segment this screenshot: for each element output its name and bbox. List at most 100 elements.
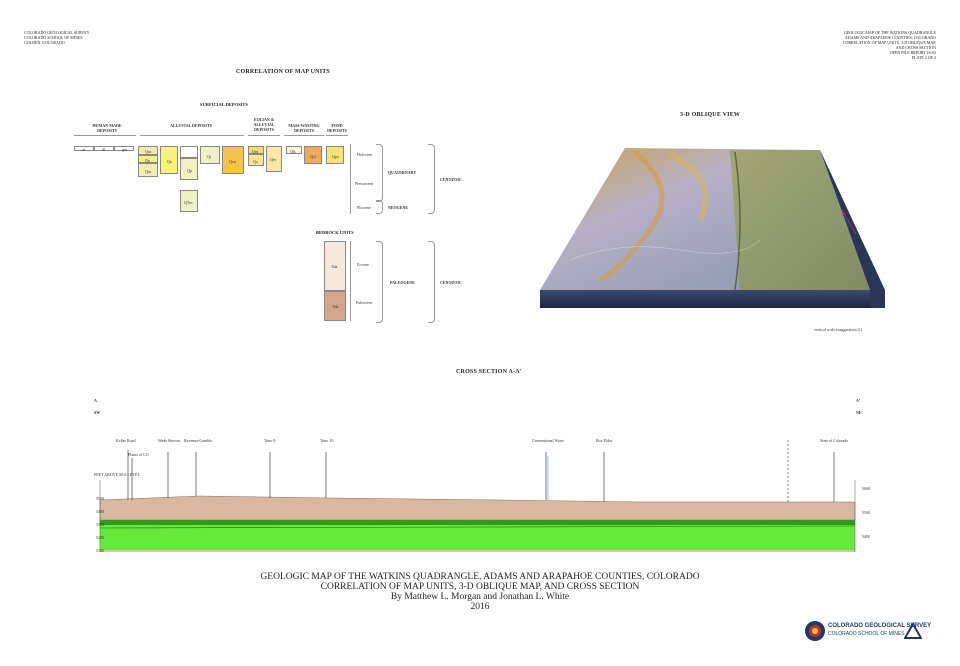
surficial-title: SURFICIAL DEPOSITS	[200, 102, 248, 107]
section-right-end: A'	[856, 398, 860, 403]
wells	[127, 440, 835, 502]
oblique-title: 3-D OBLIQUE VIEW	[680, 112, 741, 118]
header-left-line: COLORADO GEOLOGICAL SURVEY	[24, 30, 90, 35]
oblique-caption: vertical scale exaggeration 3:1	[814, 327, 863, 332]
y-tick-right: 5500	[862, 510, 870, 515]
unit-box-qes-2: Qes	[266, 146, 282, 172]
unit-box-qsw: Qsw	[222, 146, 244, 174]
epoch-pleistocene: Pleistocene	[355, 181, 374, 186]
y-tick-right: 5600	[862, 486, 870, 491]
colorado-seal-icon	[805, 621, 825, 641]
epoch-pliocene: Pliocene	[357, 205, 371, 210]
section-right-dir: NE	[856, 410, 862, 415]
elevation-label: FEET ABOVE SEA LEVEL	[94, 472, 141, 477]
group-bracket	[74, 135, 136, 136]
cross-section-diagram	[99, 440, 856, 552]
group-bracket	[284, 135, 324, 136]
unit-box-qt: Qt	[200, 146, 220, 164]
epoch-eocene: Eocene	[357, 262, 369, 267]
unit-box-gm: gm	[114, 146, 134, 152]
mines-triangle-icon	[904, 622, 922, 639]
unit-box-qpo: Qpo	[326, 146, 344, 164]
header-right: GEOLOGIC MAP OF THE WATKINS QUADRANGLE A…	[736, 30, 936, 60]
group-eolian: EOLIAN & ALLUVIAL DEPOSITS	[253, 117, 275, 132]
unit-box-qls: Qls	[286, 146, 302, 154]
header-right-line: OPEN FILE REPORT 16-02	[889, 50, 936, 55]
unit-box-qes: Qes	[248, 146, 264, 154]
y-tick-left: 5200	[96, 535, 104, 540]
period-brace	[376, 241, 383, 323]
era-brace	[428, 241, 435, 323]
block-front	[540, 290, 870, 308]
unit-box-qe: Qa	[248, 154, 264, 166]
title-line-4: 2016	[470, 602, 490, 612]
unit-box-qac: Qac	[138, 146, 158, 155]
header-right-line: ADAMS AND ARAPAHOE COUNTIES, COLORADO	[844, 35, 936, 40]
group-human-made: HUMAN-MADE DEPOSITS	[92, 123, 122, 133]
period-brace	[376, 144, 383, 202]
well-label: Plains of CO	[128, 452, 149, 457]
layer-dark-green	[100, 520, 855, 525]
y-tick-left: 5400	[96, 509, 104, 514]
title-line-1: GEOLOGIC MAP OF THE WATKINS QUADRANGLE, …	[260, 572, 700, 582]
cgs-logo: COLORADO GEOLOGICAL SURVEY COLORADO SCHO…	[804, 620, 931, 642]
well-label: Tatro 9	[264, 438, 276, 443]
epoch-paleocene: Paleocene	[356, 300, 373, 305]
title-line-2: CORRELATION OF MAP UNITS, 3-D OBLIQUE MA…	[320, 582, 640, 592]
layer-green	[100, 525, 855, 550]
logo-sub: COLORADO SCHOOL OF MINES	[828, 631, 905, 637]
bedrock-epoch-divider	[350, 241, 351, 321]
period-brace	[376, 200, 383, 214]
header-left-line: COLORADO SCHOOL OF MINES	[24, 35, 83, 40]
group-bracket	[248, 135, 280, 136]
well-label: Ravenna-Gamble	[184, 438, 212, 443]
terrain-plains	[730, 150, 870, 290]
unit-box-blank	[180, 146, 198, 158]
group-alluvial: ALLUVIAL DEPOSITS	[170, 123, 212, 128]
y-tick-left: 5300	[96, 522, 104, 527]
era-cenozoic: CENOZOIC	[440, 177, 462, 182]
group-pond: POND DEPOSITS	[327, 123, 347, 133]
era-cenozoic-bedrock: CENOZOIC	[440, 280, 462, 285]
oblique-block-diagram	[540, 148, 885, 308]
section-left-end: A	[94, 398, 97, 403]
unit-box-qa: Qa	[138, 155, 158, 163]
well-label: Box Elder	[596, 438, 613, 443]
well-label: Keller Road	[116, 438, 136, 443]
period-paleogene: PALEOGENE	[390, 280, 415, 285]
unit-box-tda-lower: Tda	[324, 291, 346, 321]
header-right-line: PLATE 2 OF 2	[911, 55, 936, 60]
block-side	[820, 150, 885, 308]
unit-box-qa-2: Qa	[160, 146, 178, 174]
cross-section-title: CROSS SECTION A-A'	[456, 369, 522, 375]
group-bracket	[326, 135, 348, 136]
unit-box-af: af	[74, 146, 94, 152]
y-tick-right: 5400	[862, 534, 870, 539]
header-right-line: AND CROSS SECTION	[895, 45, 936, 50]
well-label: Wade Stewart	[158, 438, 181, 443]
group-mass-wasting: MASS-WASTING DEPOSITS	[288, 123, 320, 133]
unit-box-df: df	[94, 146, 114, 152]
layer-tan	[99, 495, 856, 521]
unit-box-qtm: QTm	[180, 190, 198, 212]
header-right-line: CORRELATION OF MAP UNITS, 3-D OBLIQUE MA…	[842, 40, 936, 45]
section-left-dir: SW	[94, 410, 101, 415]
title-block: GEOLOGIC MAP OF THE WATKINS QUADRANGLE, …	[0, 572, 960, 612]
y-tick-left: 5500	[96, 496, 104, 501]
unit-box-qcl: Qcl	[304, 146, 322, 164]
period-quaternary: QUATERNARY	[388, 170, 417, 175]
title-line-3: By Matthew L. Morgan and Jonathan L. Whi…	[390, 592, 570, 602]
period-neogene: NEOGENE	[388, 205, 409, 210]
bedrock-title: BEDROCK UNITS	[316, 230, 354, 235]
logo-name: COLORADO GEOLOGICAL SURVEY	[828, 623, 932, 629]
unit-box-qac-lower: Qac	[138, 163, 158, 177]
header-left: COLORADO GEOLOGICAL SURVEY COLORADO SCHO…	[24, 30, 184, 45]
group-bracket	[140, 135, 244, 136]
well-label: Conventional Water	[532, 438, 564, 443]
y-tick-left: 5100	[96, 548, 104, 553]
epoch-divider	[350, 144, 351, 214]
correlation-title: CORRELATION OF MAP UNITS	[236, 69, 330, 75]
well-label: Tatro 10	[320, 438, 334, 443]
well-label: State of Colorado	[820, 438, 849, 443]
epoch-holocene: Holocene	[357, 152, 373, 157]
